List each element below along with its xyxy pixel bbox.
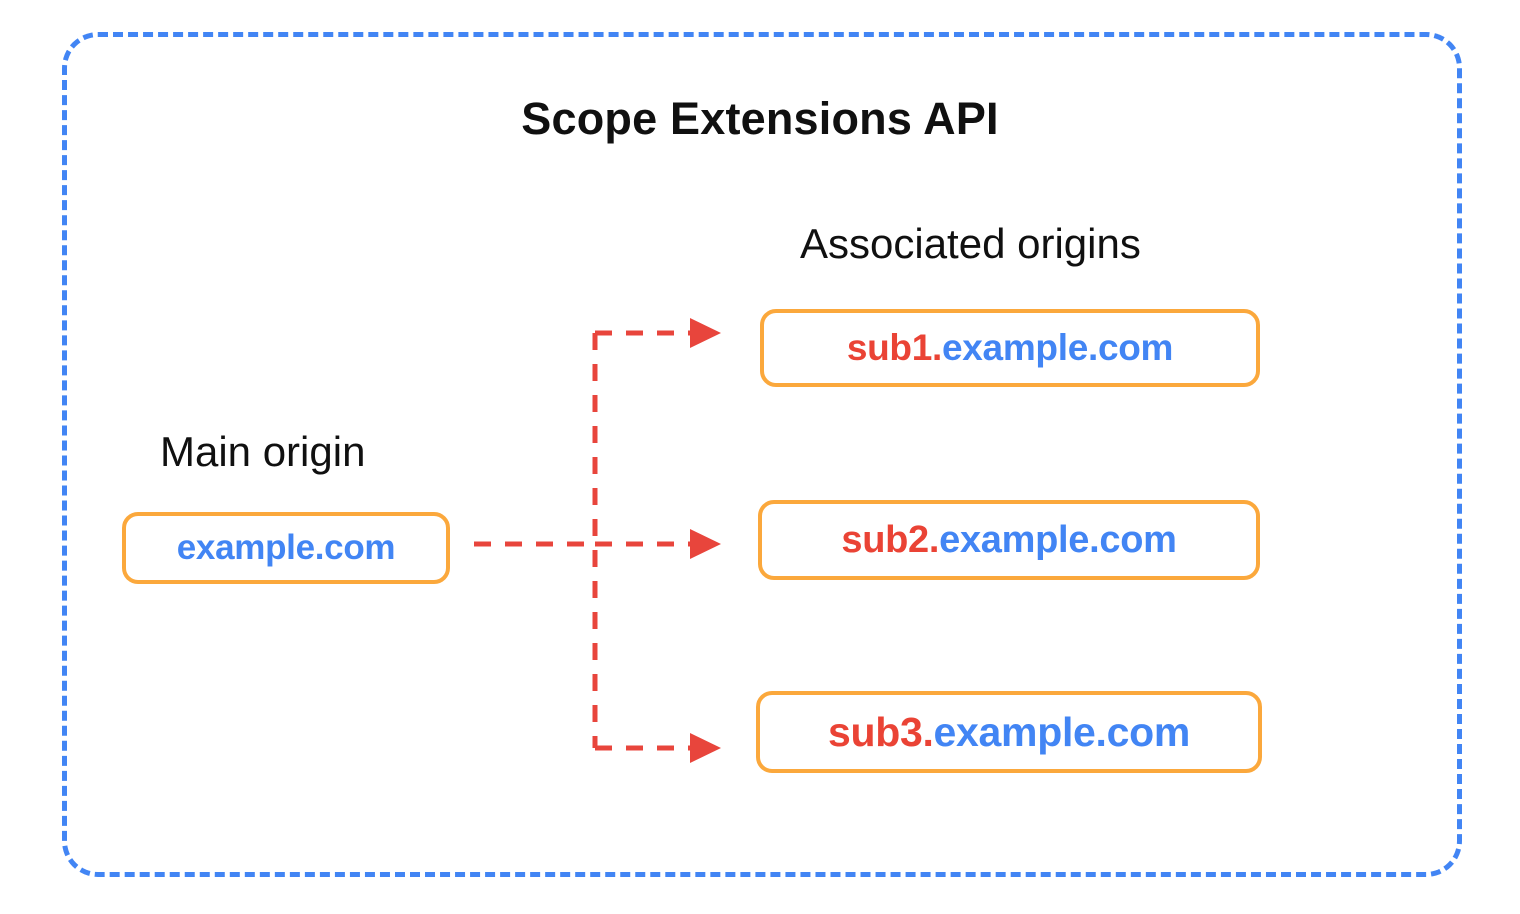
origin-subdomain-text: sub3.: [827, 708, 934, 755]
page-title: Scope Extensions API: [521, 93, 999, 144]
origin-domain-text: example.com: [939, 518, 1177, 561]
main-origin-label: Main origin: [160, 428, 366, 475]
origin-box-main[interactable]: example.com: [122, 512, 450, 584]
associated-origins-label: Associated origins: [800, 220, 1141, 267]
origin-subdomain-text: sub2.: [841, 518, 940, 561]
origin-box-sub3[interactable]: sub3.example.com: [756, 691, 1262, 773]
origin-domain-text: example.com: [176, 528, 396, 567]
origin-box-sub2[interactable]: sub2.example.com: [758, 500, 1260, 580]
scope-extensions-frame: [62, 32, 1462, 877]
origin-domain-text: example.com: [933, 708, 1191, 755]
origin-domain-text: example.com: [941, 327, 1174, 368]
origin-box-sub1[interactable]: sub1.example.com: [760, 309, 1260, 387]
origin-subdomain-text: sub1.: [846, 327, 942, 368]
